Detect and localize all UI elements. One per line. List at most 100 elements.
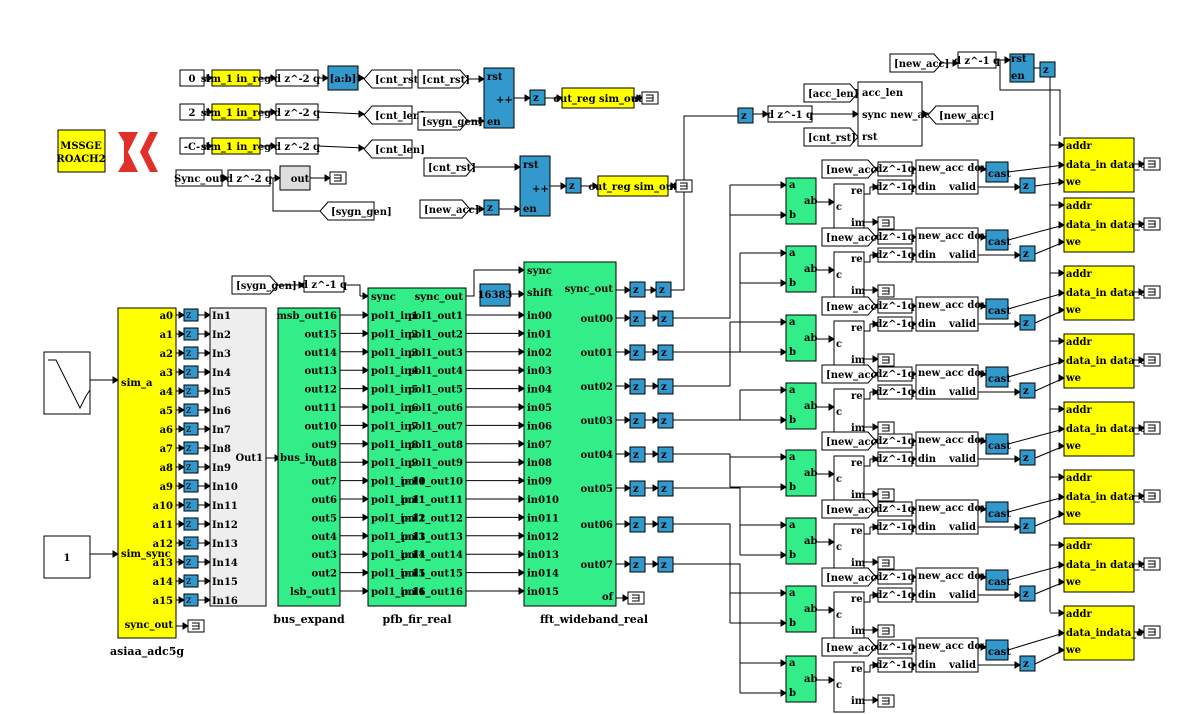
adc-convert-15[interactable]	[183, 593, 199, 607]
vacc-6[interactable]	[915, 567, 979, 603]
fft-out-z1-5[interactable]	[629, 480, 646, 497]
ch-delay-b-7[interactable]	[877, 657, 913, 673]
adc-convert-8[interactable]	[183, 460, 199, 474]
adc-convert-11[interactable]	[183, 517, 199, 531]
goto-new-acc[interactable]	[927, 105, 979, 125]
fft-block[interactable]	[523, 261, 617, 607]
delay-z2-3[interactable]	[275, 137, 319, 155]
ch-delay-b-1[interactable]	[877, 247, 913, 263]
fft-out-z1-1[interactable]	[629, 344, 646, 361]
from-new-acc-ch-7[interactable]	[821, 637, 877, 657]
sim-in-reg-3[interactable]	[211, 137, 261, 155]
new-acc-delay[interactable]	[957, 51, 997, 69]
fft-out-z2-6[interactable]	[657, 516, 674, 533]
shift-const-block[interactable]	[479, 283, 511, 307]
sim-in-reg-2[interactable]	[211, 103, 261, 121]
c-to-ri-2[interactable]	[833, 320, 865, 372]
from-new-acc-ch-3[interactable]	[821, 364, 877, 384]
ch-delay-a-5[interactable]	[877, 501, 913, 517]
goto-cnt-rst[interactable]	[363, 69, 413, 89]
const-c-block[interactable]	[179, 137, 205, 155]
delay-z2-2[interactable]	[275, 103, 319, 121]
bus-expand-block[interactable]	[277, 307, 341, 607]
cast-0[interactable]	[985, 161, 1009, 183]
pfb-fir-block[interactable]	[367, 287, 467, 607]
const-1-block[interactable]	[43, 535, 91, 579]
from-new-acc-ch-6[interactable]	[821, 567, 877, 587]
from-cnt-rst-1[interactable]	[417, 69, 469, 89]
from-sygn-gen-1[interactable]	[417, 111, 469, 131]
valid-z-5[interactable]	[1019, 517, 1036, 534]
const-2-block[interactable]	[179, 103, 205, 121]
goto-cnt-len[interactable]	[363, 105, 413, 125]
fft-out-z1-3[interactable]	[629, 412, 646, 429]
bram-4[interactable]	[1063, 401, 1135, 457]
vacc-1[interactable]	[915, 227, 979, 263]
fft-out-z2-4[interactable]	[657, 446, 674, 463]
c-to-ri-4[interactable]	[833, 455, 865, 507]
from-new-acc-2[interactable]	[889, 53, 943, 73]
adc-block[interactable]	[117, 307, 177, 639]
slice-ab-block[interactable]	[327, 65, 359, 91]
from-cnt-rst-3[interactable]	[803, 127, 859, 147]
fft-out-z1-4[interactable]	[629, 446, 646, 463]
ch-delay-b-3[interactable]	[877, 384, 913, 400]
from-new-acc-ch-1[interactable]	[821, 227, 877, 247]
counter-3-convert[interactable]	[1039, 61, 1056, 78]
adc-convert-9[interactable]	[183, 479, 199, 493]
adc-convert-4[interactable]	[183, 384, 199, 398]
from-cnt-rst-2[interactable]	[423, 157, 475, 177]
counter-3[interactable]	[1009, 53, 1035, 83]
fft-sync-z2[interactable]	[655, 281, 672, 298]
cmult-1[interactable]	[785, 245, 817, 293]
counter-2[interactable]	[519, 155, 551, 217]
acc-delay[interactable]	[767, 105, 813, 123]
c-to-ri-0[interactable]	[833, 183, 865, 235]
adc-convert-2[interactable]	[183, 346, 199, 360]
adc-convert-10[interactable]	[183, 498, 199, 512]
cmult-0[interactable]	[785, 177, 817, 225]
fft-out-z1-6[interactable]	[629, 516, 646, 533]
fft-sync-z1[interactable]	[629, 281, 646, 298]
ch-delay-b-4[interactable]	[877, 451, 913, 467]
acc-len-block[interactable]	[857, 81, 923, 147]
bus-create-block[interactable]	[209, 307, 267, 607]
counter-1[interactable]	[483, 67, 515, 129]
sim-in-reg-1[interactable]	[211, 69, 261, 87]
ch-delay-b-0[interactable]	[877, 179, 913, 195]
ch-delay-b-6[interactable]	[877, 587, 913, 603]
out-reg-2[interactable]	[597, 175, 669, 197]
slice-out-block[interactable]	[279, 165, 311, 191]
from-new-acc-1[interactable]	[419, 199, 471, 219]
ch-delay-a-2[interactable]	[877, 298, 913, 314]
pfb-delay[interactable]	[303, 275, 345, 293]
vacc-5[interactable]	[915, 499, 979, 535]
c-to-ri-5[interactable]	[833, 523, 865, 575]
valid-z-2[interactable]	[1019, 314, 1036, 331]
cmult-7[interactable]	[785, 655, 817, 703]
ch-delay-a-3[interactable]	[877, 366, 913, 382]
cmult-5[interactable]	[785, 517, 817, 565]
cast-2[interactable]	[985, 298, 1009, 320]
from-new-acc-ch-5[interactable]	[821, 499, 877, 519]
bram-5[interactable]	[1063, 469, 1135, 525]
c-to-ri-6[interactable]	[833, 591, 865, 643]
vacc-4[interactable]	[915, 431, 979, 467]
vacc-3[interactable]	[915, 364, 979, 400]
ch-delay-a-0[interactable]	[877, 161, 913, 177]
goto-cnt-len-2[interactable]	[363, 139, 413, 159]
const-0-block[interactable]	[179, 69, 205, 87]
fft-out-z2-7[interactable]	[657, 556, 674, 573]
bram-3[interactable]	[1063, 333, 1135, 389]
counter-1-convert[interactable]	[529, 89, 546, 106]
bram-7[interactable]	[1063, 605, 1135, 661]
adc-convert-14[interactable]	[183, 574, 199, 588]
vacc-2[interactable]	[915, 296, 979, 332]
valid-z-3[interactable]	[1019, 382, 1036, 399]
ch-delay-a-7[interactable]	[877, 639, 913, 655]
fft-out-z2-3[interactable]	[657, 412, 674, 429]
fft-out-z1-2[interactable]	[629, 378, 646, 395]
xsg-block[interactable]	[57, 129, 106, 173]
cmult-3[interactable]	[785, 382, 817, 430]
vacc-7[interactable]	[915, 637, 979, 673]
